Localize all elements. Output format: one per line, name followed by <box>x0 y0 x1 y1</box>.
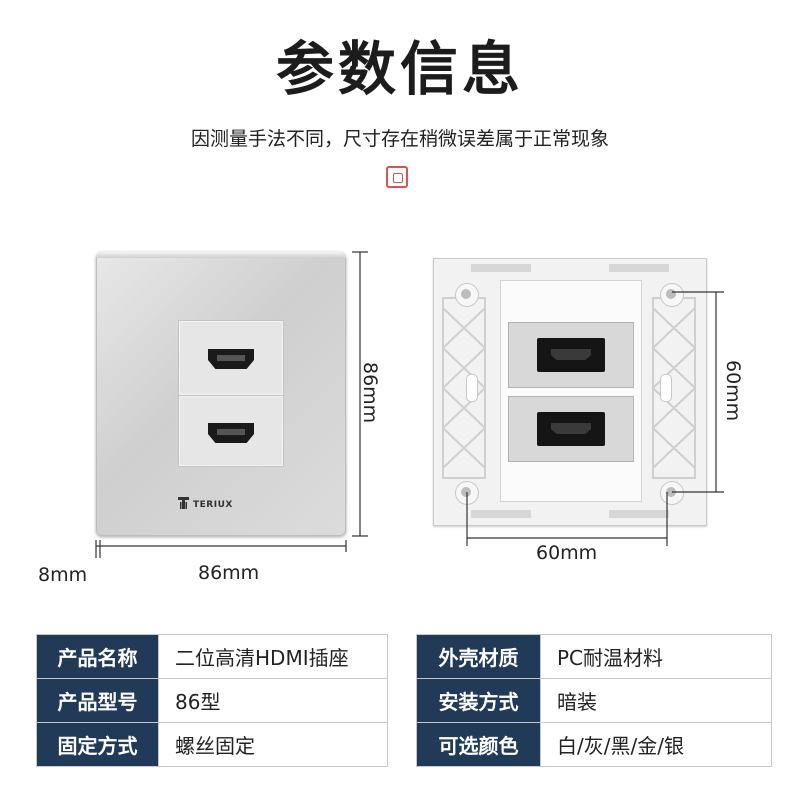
back-width-label: 60mm <box>536 542 598 564</box>
table-row: 固定方式 螺丝固定 <box>36 722 388 767</box>
brand-logo-icon <box>178 497 189 509</box>
hdmi-port-icon <box>208 349 254 369</box>
hdmi-jack-icon <box>537 412 605 446</box>
section-mark-icon <box>386 166 408 188</box>
page-title: 参数信息 <box>275 35 524 103</box>
front-width-label: 86mm <box>198 562 260 584</box>
brand-name: TERIUX <box>193 500 233 510</box>
table-row: 产品型号 86型 <box>36 678 388 723</box>
back-height-label: 60mm <box>722 360 744 422</box>
hdmi-module-bottom <box>178 395 284 467</box>
screw-hole-icon <box>660 283 684 307</box>
front-depth-label: 8mm <box>38 564 88 586</box>
spec-value: 螺丝固定 <box>158 722 388 767</box>
hdmi-jack-icon <box>537 338 605 372</box>
hdmi-module-back-top <box>508 322 634 388</box>
spec-value: 暗装 <box>540 678 772 723</box>
spec-key: 固定方式 <box>36 722 159 767</box>
spec-value: 二位高清HDMI插座 <box>158 634 388 679</box>
spec-table-left: 产品名称 二位高清HDMI插座 产品型号 86型 固定方式 螺丝固定 <box>36 634 388 767</box>
table-row: 可选颜色 白/灰/黑/金/银 <box>416 722 772 767</box>
hdmi-port-icon <box>208 423 254 443</box>
hdmi-module-top <box>178 320 284 396</box>
back-dimension-lines <box>466 291 724 546</box>
table-row: 安装方式 暗装 <box>416 678 772 723</box>
spec-table-right: 外壳材质 PC耐温材料 安装方式 暗装 可选颜色 白/灰/黑/金/银 <box>416 634 772 767</box>
spec-key: 产品名称 <box>36 634 159 679</box>
front-panel-image <box>96 252 346 536</box>
spec-value: 白/灰/黑/金/银 <box>540 722 772 767</box>
spec-key: 产品型号 <box>36 678 159 723</box>
front-dimension-lines <box>95 251 368 558</box>
mounting-slot <box>466 374 478 402</box>
spec-value: PC耐温材料 <box>540 634 772 679</box>
spec-key: 可选颜色 <box>416 722 541 767</box>
module-frame <box>500 280 642 502</box>
back-frame-ribs <box>442 264 696 518</box>
spec-value: 86型 <box>158 678 388 723</box>
screw-hole-icon <box>660 481 684 505</box>
spec-key: 外壳材质 <box>416 634 541 679</box>
hdmi-module-back-bottom <box>508 396 634 462</box>
spec-key: 安装方式 <box>416 678 541 723</box>
page-subtitle: 因测量手法不同，尺寸存在稍微误差属于正常现象 <box>190 128 609 150</box>
mounting-slot <box>660 374 672 402</box>
table-row: 外壳材质 PC耐温材料 <box>416 634 772 679</box>
front-height-label: 86mm <box>359 362 381 424</box>
table-row: 产品名称 二位高清HDMI插座 <box>36 634 388 679</box>
screw-hole-icon <box>455 283 479 307</box>
